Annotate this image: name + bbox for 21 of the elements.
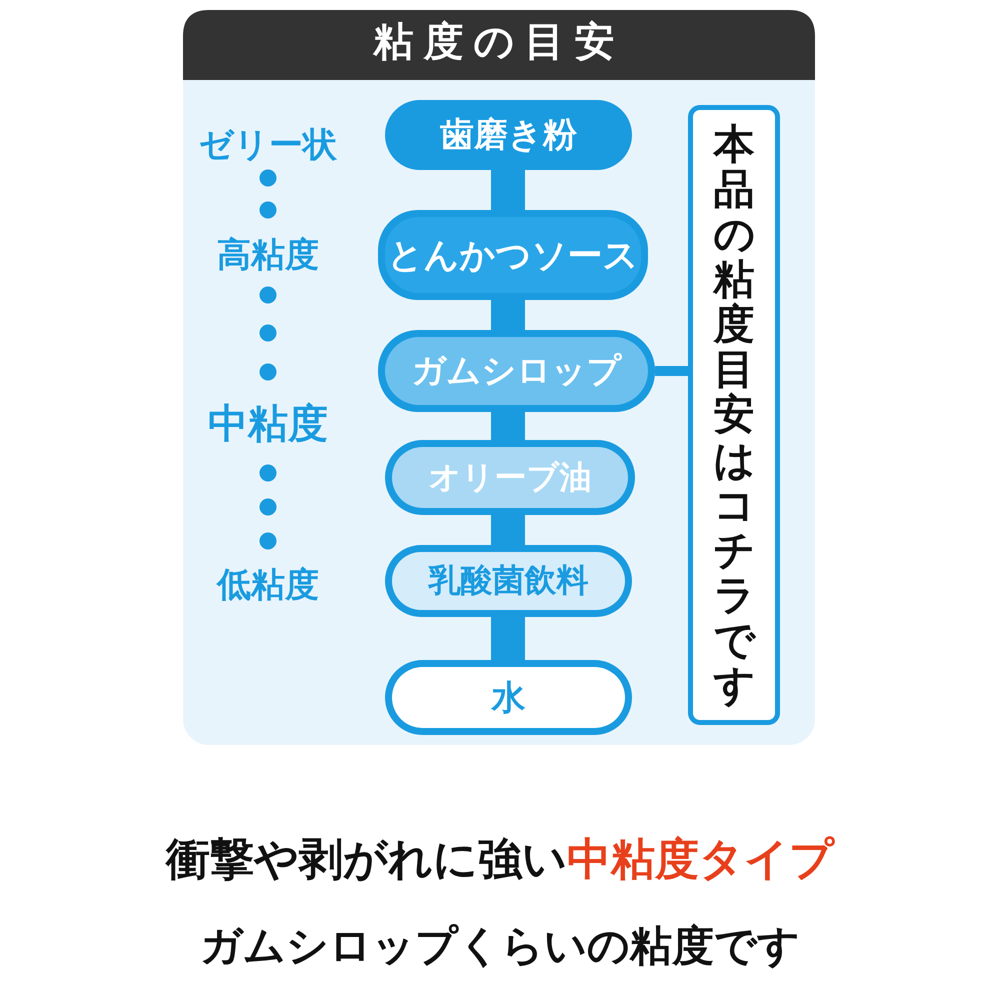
pill-label: 乳酸菌飲料 [392,552,625,610]
pill-label: とんかつソース [385,217,641,293]
caption-text: ガムシロップくらいの粘度です [200,921,800,970]
pill-label: オリーブ油 [392,447,628,508]
caption-text: 衝撃や剥がれに強い [166,834,567,885]
connector-stem [491,170,525,210]
panel-title: 粘度の目安 [374,19,624,65]
connector-stem [491,617,525,660]
connector-stem [491,300,525,330]
highlight-text: 中粘度タイプ [567,834,834,885]
viscosity-level-label: 中粘度 [208,401,328,447]
connector-stem [491,412,525,440]
viscosity-level-label: ゼリー状 [199,125,337,165]
viscosity-level-label: 高粘度 [217,235,319,275]
connector-stem [491,515,525,545]
vertical-callout-text: 本品の粘度目安はコチラです [714,122,754,708]
pill-label: 水 [392,667,625,728]
pill-label: ガムシロップ [385,337,648,405]
callout-box [688,105,780,725]
connector-line [655,366,688,376]
viscosity-level-label: 低粘度 [217,565,319,605]
